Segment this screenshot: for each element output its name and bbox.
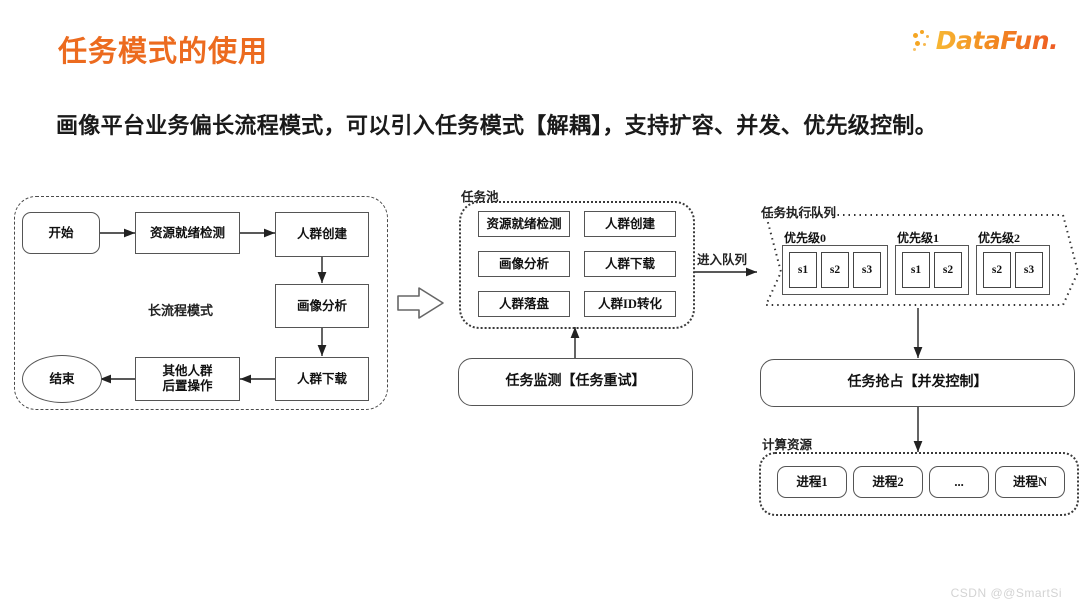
node-start[interactable]: 开始 [22, 212, 100, 254]
queue-slot[interactable]: s1 [789, 252, 817, 288]
priority-label-2: 优先级2 [978, 231, 1021, 245]
node-other-post-ops-line2: 后置操作 [162, 379, 213, 393]
task-pool-item[interactable]: 人群创建 [584, 211, 676, 237]
node-profile-analysis[interactable]: 画像分析 [275, 284, 369, 328]
process-box[interactable]: 进程2 [853, 466, 923, 498]
task-monitor-box[interactable]: 任务监测【任务重试】 [458, 358, 693, 406]
node-other-post-ops-line1: 其他人群 [162, 364, 213, 379]
queue-slot[interactable]: s1 [902, 252, 930, 288]
datafun-logo: DataFun. [912, 26, 1059, 55]
long-flow-caption: 长流程模式 [148, 303, 214, 318]
node-crowd-download[interactable]: 人群下载 [275, 357, 369, 401]
node-crowd-create[interactable]: 人群创建 [275, 212, 369, 257]
long-flow-container [14, 196, 388, 410]
task-pool-item[interactable]: 人群落盘 [478, 291, 570, 317]
task-pool-item[interactable]: 人群下载 [584, 251, 676, 277]
task-pool-label: 任务池 [461, 190, 499, 204]
task-queue-label: 任务执行队列 [761, 206, 837, 220]
queue-slot[interactable]: s3 [1015, 252, 1043, 288]
priority-label-1: 优先级1 [897, 231, 940, 245]
queue-slot[interactable]: s2 [821, 252, 849, 288]
slide-subtitle: 画像平台业务偏长流程模式，可以引入任务模式【解耦】，支持扩容、并发、优先级控制。 [56, 113, 938, 138]
node-end[interactable]: 结束 [22, 355, 102, 403]
enter-queue-label: 进入队列 [697, 253, 748, 267]
queue-slot[interactable]: s2 [983, 252, 1011, 288]
process-box[interactable]: 进程1 [777, 466, 847, 498]
task-pool-item[interactable]: 画像分析 [478, 251, 570, 277]
task-pool-item[interactable]: 人群ID转化 [584, 291, 676, 317]
task-pool-container [459, 201, 695, 329]
watermark: CSDN @@SmartSi [950, 586, 1062, 600]
queue-slot[interactable]: s2 [934, 252, 962, 288]
datafun-logo-text: DataFun. [935, 26, 1059, 55]
compute-resources-container [759, 452, 1079, 516]
task-pool-item[interactable]: 资源就绪检测 [478, 211, 570, 237]
process-box[interactable]: ... [929, 466, 989, 498]
queue-slot[interactable]: s3 [853, 252, 881, 288]
compute-resources-label: 计算资源 [762, 438, 813, 452]
priority-label-0: 优先级0 [784, 231, 827, 245]
datafun-dots-icon [912, 29, 933, 52]
node-other-post-ops[interactable]: 其他人群 后置操作 [135, 357, 240, 401]
node-resource-check[interactable]: 资源就绪检测 [135, 212, 240, 254]
process-box[interactable]: 进程N [995, 466, 1065, 498]
page-title: 任务模式的使用 [58, 36, 269, 68]
task-preempt-box[interactable]: 任务抢占【并发控制】 [760, 359, 1075, 407]
